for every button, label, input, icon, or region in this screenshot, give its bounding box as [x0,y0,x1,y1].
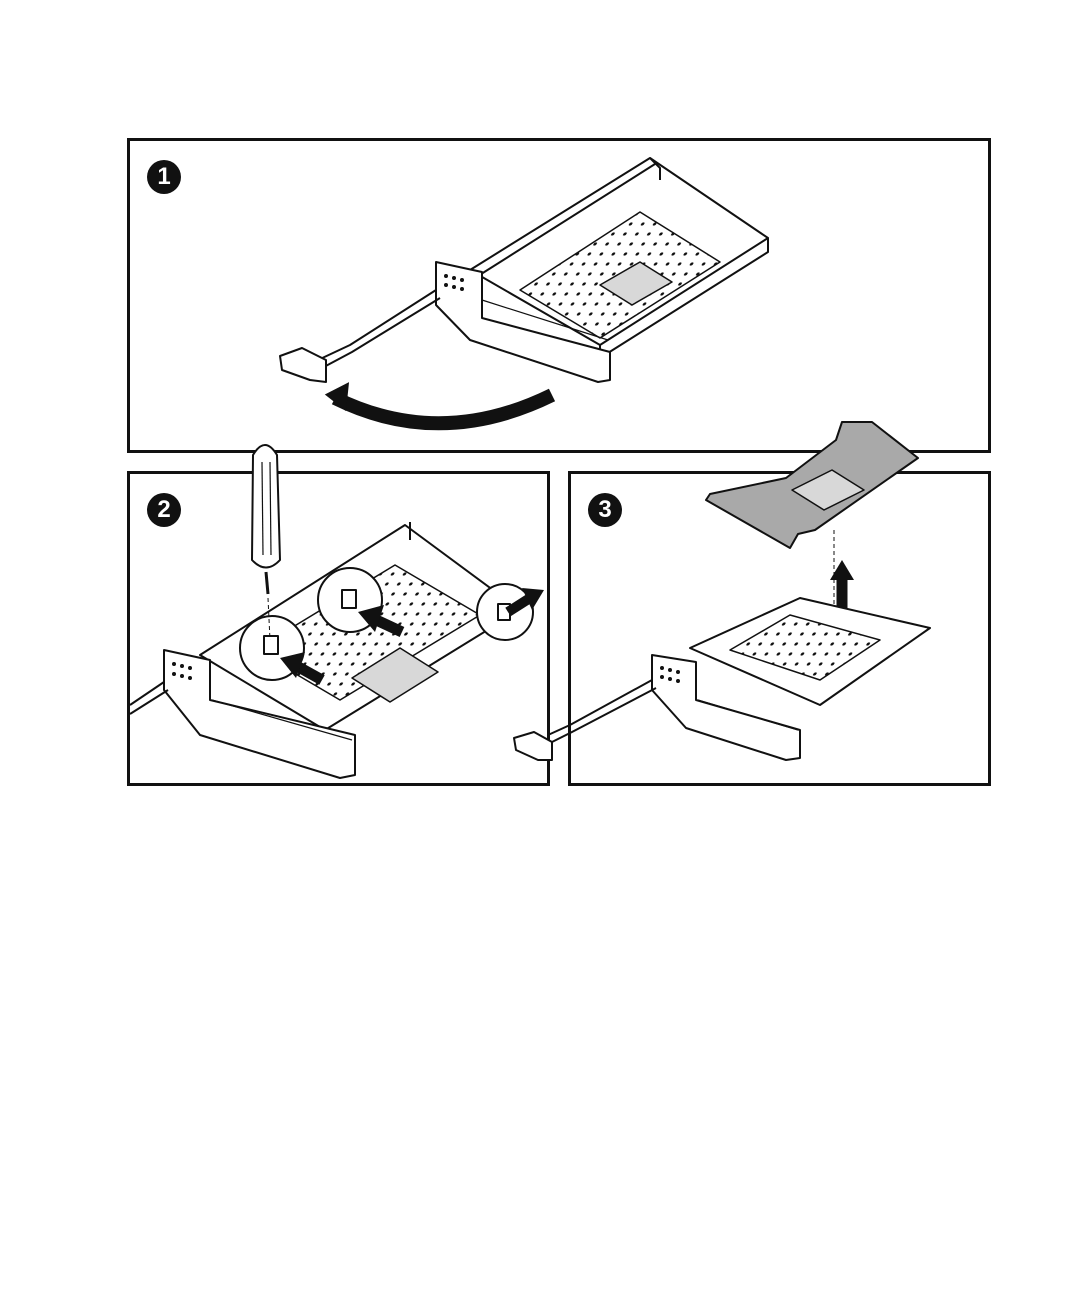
riser-assembly-3 [514,422,930,760]
riser-assembly-1 [280,158,768,423]
riser-assembly-2 [130,445,544,778]
